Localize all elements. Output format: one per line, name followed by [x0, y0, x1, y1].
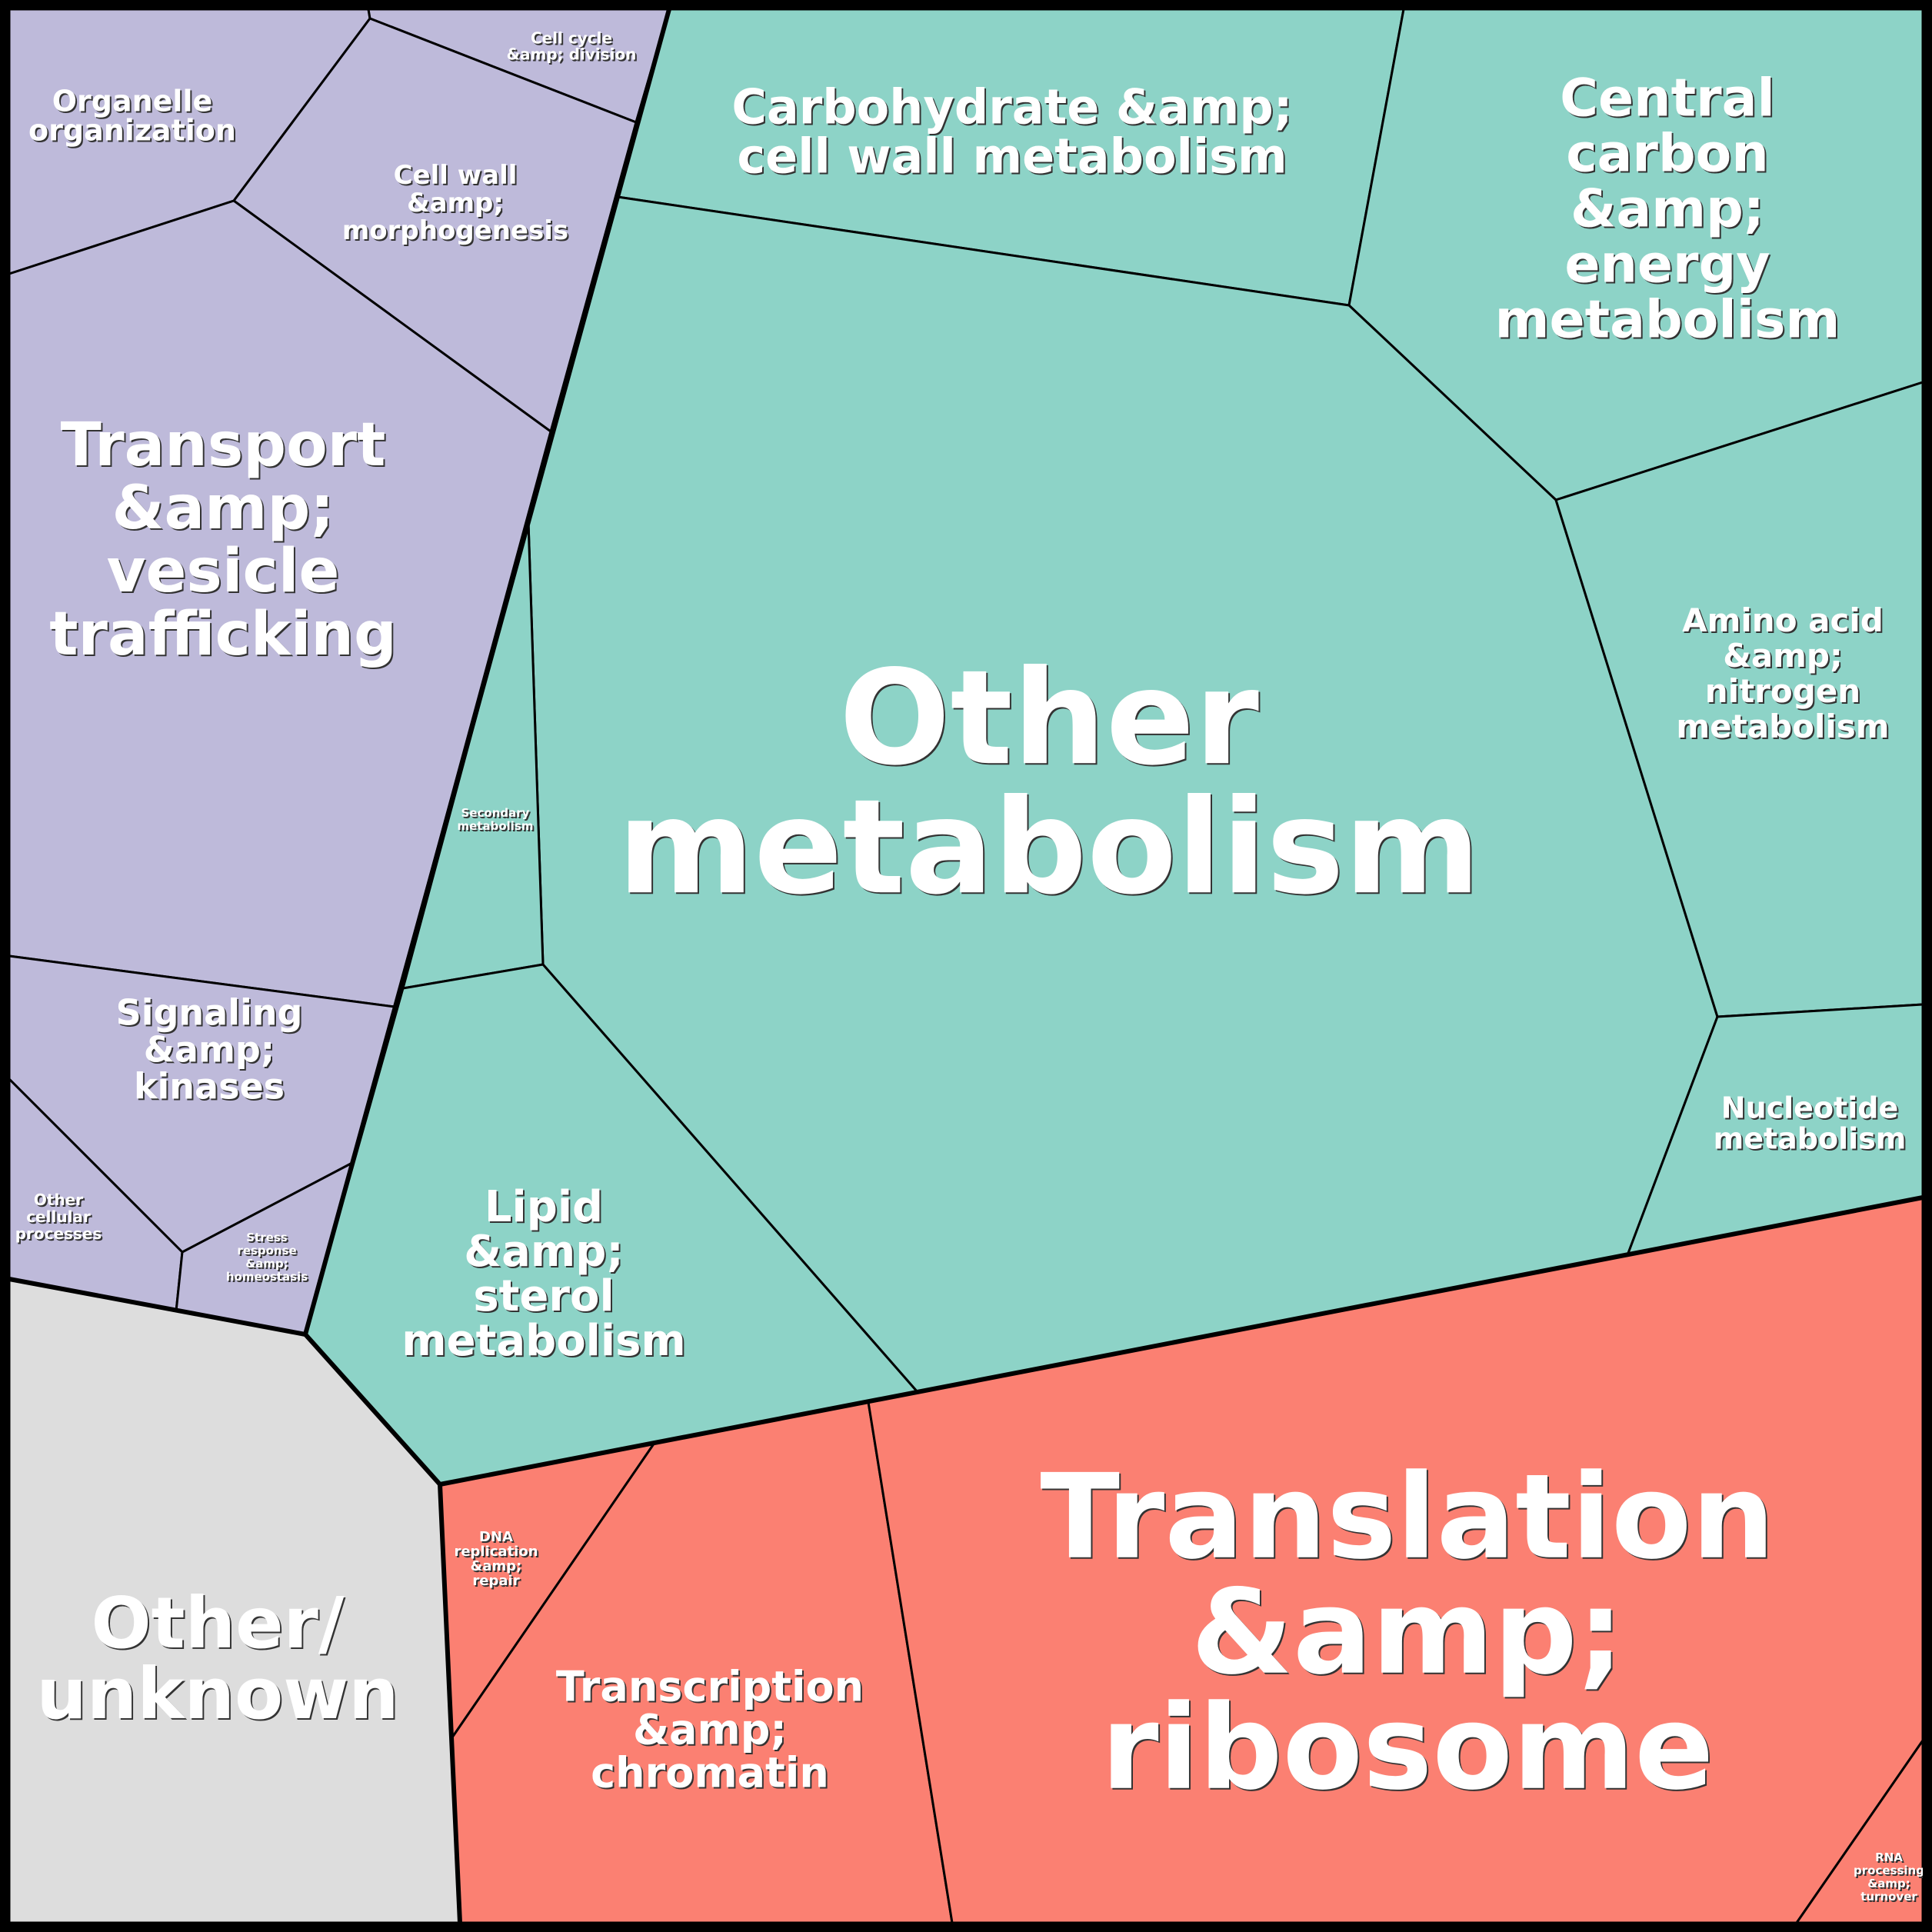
cell-label-line: metabolism — [458, 819, 534, 833]
cell-label-line: &amp; — [245, 1257, 288, 1271]
cell-label-line: &amp; — [112, 474, 335, 543]
cell-label-line: repair — [472, 1573, 519, 1589]
group-borders-layer — [8, 8, 1924, 1924]
cell-label-line: carbon — [1566, 123, 1769, 184]
cell-label-line: DNA — [479, 1529, 513, 1545]
cell-label-line: processing — [1854, 1864, 1924, 1877]
cell-label-line: RNA — [1875, 1850, 1903, 1864]
cell-label-line: Translation — [1040, 1449, 1774, 1585]
cell-label-translation-and-ribosome: Translation&amp;ribosome — [1040, 1449, 1774, 1816]
cell-label-line: processes — [15, 1224, 102, 1243]
cell-label-line: homeostasis — [226, 1270, 308, 1284]
cell-label-line: Other — [34, 1191, 83, 1209]
cell-label-line: unknown — [36, 1653, 398, 1735]
cells-layer — [8, 8, 1924, 1924]
cell-label-line: cellular — [26, 1208, 91, 1226]
cell-label-line: metabolism — [401, 1316, 686, 1366]
cell-label-line: Cell wall — [394, 160, 518, 191]
cell-label-line: metabolism — [1714, 1122, 1907, 1156]
cell-label-line: replication — [454, 1544, 538, 1560]
cell-label-line: Carbohydrate &amp; — [731, 78, 1292, 135]
group-border — [439, 1195, 1924, 1487]
cell-label-line: Amino acid — [1682, 601, 1884, 639]
cell-label-line: Central — [1560, 68, 1775, 128]
cell-label-line: &amp; — [464, 1227, 623, 1277]
cell-label-line: &amp; — [407, 188, 504, 218]
cell-label-line: metabolism — [1676, 708, 1889, 745]
cell-label-carbohydrate-and-cell-wall-metabolism: Carbohydrate &amp;cell wall metabolism — [731, 78, 1292, 184]
cell-label-line: morphogenesis — [342, 215, 568, 246]
cell-label-signaling-and-kinases: Signaling&amp;kinases — [116, 992, 303, 1108]
cell-label-other-unknown: Other/unknown — [36, 1582, 398, 1735]
cell-label-line: cell wall metabolism — [737, 128, 1287, 184]
cell-label-line: Other/ — [91, 1582, 344, 1664]
cell-label-line: energy — [1564, 234, 1770, 295]
cell-label-line: &amp; — [633, 1705, 787, 1754]
cell-label-line: Cell cycle — [531, 29, 612, 48]
cell-label-line: nitrogen — [1705, 672, 1860, 710]
cell-label-cell-wall-and-morphogenesis: Cell wall&amp;morphogenesis — [342, 160, 568, 246]
cell-label-line: &amp; — [1723, 637, 1843, 675]
cell-label-line: vesicle — [107, 537, 340, 606]
cell-label-line: organization — [28, 114, 236, 148]
cell-label-line: Transport — [61, 411, 386, 480]
cell-label-line: Stress — [246, 1231, 287, 1244]
cell-label-line: &amp; — [1571, 178, 1764, 239]
cell-label-line: chromatin — [591, 1748, 829, 1797]
group-border — [303, 8, 671, 1335]
cell-label-line: trafficking — [49, 600, 397, 669]
cell-label-line: kinases — [134, 1066, 285, 1108]
cell-label-line: Secondary — [461, 806, 530, 820]
cell-label-line: &amp; division — [507, 45, 637, 64]
cell-label-line: ribosome — [1101, 1680, 1714, 1816]
cell-label-line: Other — [839, 642, 1259, 794]
cell-label-line: &amp; — [144, 1029, 275, 1071]
cell-label-line: sterol — [473, 1271, 614, 1321]
cell-label-line: &amp; — [1191, 1564, 1624, 1700]
cell-label-line: response — [237, 1244, 296, 1257]
cell-label-line: turnover — [1860, 1890, 1917, 1904]
cell-label-line: Signaling — [116, 992, 303, 1034]
cell-label-line: Organelle — [52, 85, 213, 118]
cell-label-line: Lipid — [485, 1182, 603, 1232]
cell-label-line: Transcription — [556, 1662, 864, 1710]
cell-label-line: &amp; — [1867, 1877, 1910, 1890]
cell-label-line: &amp; — [471, 1558, 522, 1574]
cell-label-line: metabolism — [1495, 289, 1840, 350]
cell-label-line: metabolism — [618, 771, 1481, 924]
cell-label-cell-cycle-and-division: Cell cycle&amp; division — [507, 29, 637, 64]
cell-label-transcription-and-chromatin: Transcription&amp;chromatin — [556, 1662, 864, 1797]
group-border — [8, 1277, 306, 1337]
cell-label-line: Nucleotide — [1721, 1091, 1898, 1125]
